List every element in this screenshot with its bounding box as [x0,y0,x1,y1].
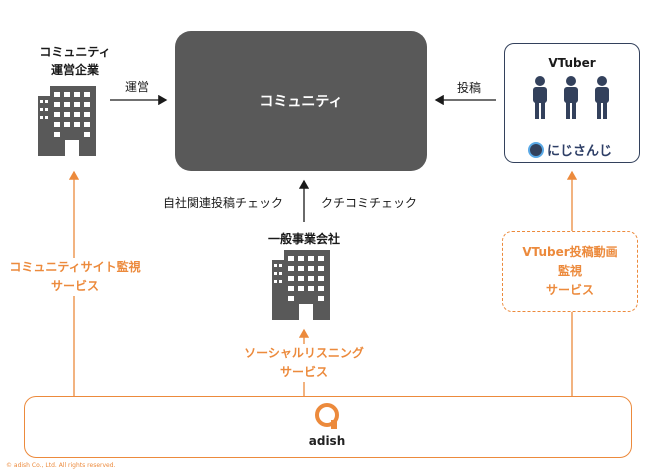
adish-name: adish [308,434,346,448]
service-social-listening: ソーシャルリスニング サービス [224,344,384,382]
building-icon-operator [38,86,96,156]
service-vtuber-monitoring: VTuber投稿動画 監視 サービス [502,243,638,300]
check-label-right: クチコミチェック [320,196,417,210]
company-title: 一般事業会社 [267,232,340,246]
community-node: コミュニティ [175,31,427,171]
service-vtuber-monitoring-box [502,231,638,312]
adish-logo-icon [315,403,339,429]
adish-node [24,396,632,458]
service-vtuber-line2: 監視 [557,264,582,278]
operator-title: コミュニティ 運営企業 [20,43,130,79]
check-label-left: 自社関連投稿チェック [162,196,283,210]
building-icon-company [272,250,330,320]
nijisanji-logo-text: にじさんじ [547,144,613,159]
vtuber-edge-label: 投稿 [456,81,481,95]
vtuber-title: VTuber [548,56,596,70]
operator-title-line2: 運営企業 [50,63,99,77]
nijisanji-logo: にじさんじ [528,140,612,159]
person-icons [533,76,609,119]
service-vtuber-line1: VTuber投稿動画 [522,245,618,259]
nijisanji-logo-icon [528,141,544,158]
service-vtuber-line3: サービス [545,283,594,297]
copyright: © adish Co., Ltd. All rights reserved. [6,462,116,469]
operator-edge-label: 運営 [124,80,149,94]
service-community-line2: サービス [50,279,99,293]
service-community-site-monitoring: コミュニティサイト監視 サービス [0,258,150,296]
vtuber-node [504,43,640,163]
service-community-line1: コミュニティサイト監視 [9,260,141,274]
community-label: コミュニティ [259,94,343,110]
operator-title-line1: コミュニティ [39,45,111,59]
service-social-line1: ソーシャルリスニング [244,346,364,360]
service-social-line2: サービス [279,365,328,379]
